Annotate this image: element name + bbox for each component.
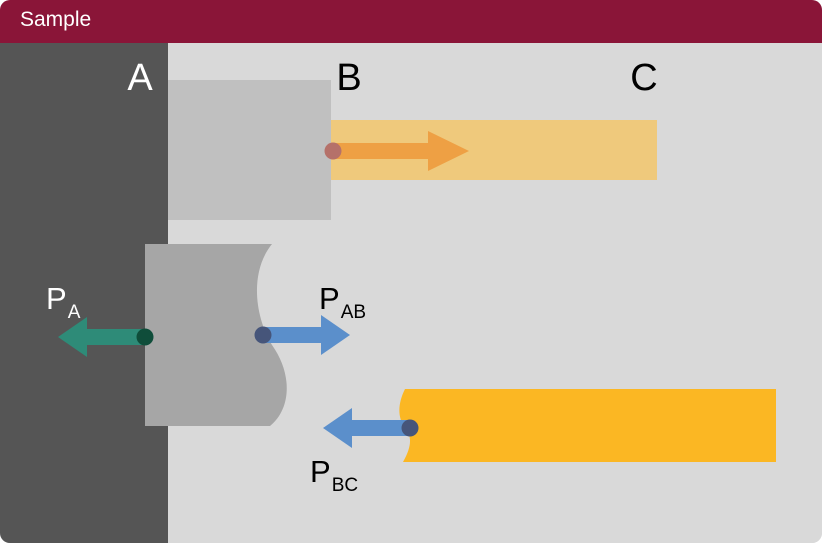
arrow-top-head xyxy=(428,131,469,171)
arrow-pbc-head xyxy=(323,408,352,448)
arrow-pbc-shaft xyxy=(350,420,410,436)
bar-bc-cut xyxy=(399,389,776,462)
label-pbc-main: P xyxy=(310,454,331,489)
left-arrow-icon xyxy=(323,408,410,448)
header-bar: Sample xyxy=(0,0,822,43)
label-pab-main: P xyxy=(319,281,340,316)
arrow-pab-shaft xyxy=(263,327,323,343)
arrow-pa-shaft xyxy=(85,329,145,345)
free-body-diagram: A B C PA PAB PBC xyxy=(0,43,822,543)
label-pa-main: P xyxy=(46,281,67,316)
arrow-pa-head xyxy=(58,317,87,357)
joint-ab-dot xyxy=(254,326,272,344)
arrow-pab-head xyxy=(321,315,350,355)
wall-a xyxy=(0,43,168,543)
right-arrow-icon xyxy=(333,131,469,171)
header-title: Sample xyxy=(20,8,92,31)
label-pbc-sub: BC xyxy=(332,475,358,496)
left-arrow-icon xyxy=(58,317,145,357)
label-pbc: PBC xyxy=(310,454,358,496)
label-pa: PA xyxy=(46,281,81,323)
label-c: C xyxy=(630,57,657,99)
right-arrow-icon xyxy=(263,315,350,355)
label-pab-sub: AB xyxy=(341,302,366,323)
arrow-top-shaft xyxy=(333,143,430,159)
block-ab-cut xyxy=(145,244,287,426)
block-ab-top xyxy=(168,80,331,220)
label-b: B xyxy=(336,57,361,99)
joint-a-dot xyxy=(136,328,154,346)
label-pa-sub: A xyxy=(68,302,81,323)
label-pab: PAB xyxy=(319,281,366,323)
joint-bc-dot xyxy=(401,419,419,437)
label-a: A xyxy=(127,57,153,99)
joint-b-dot xyxy=(324,142,342,160)
